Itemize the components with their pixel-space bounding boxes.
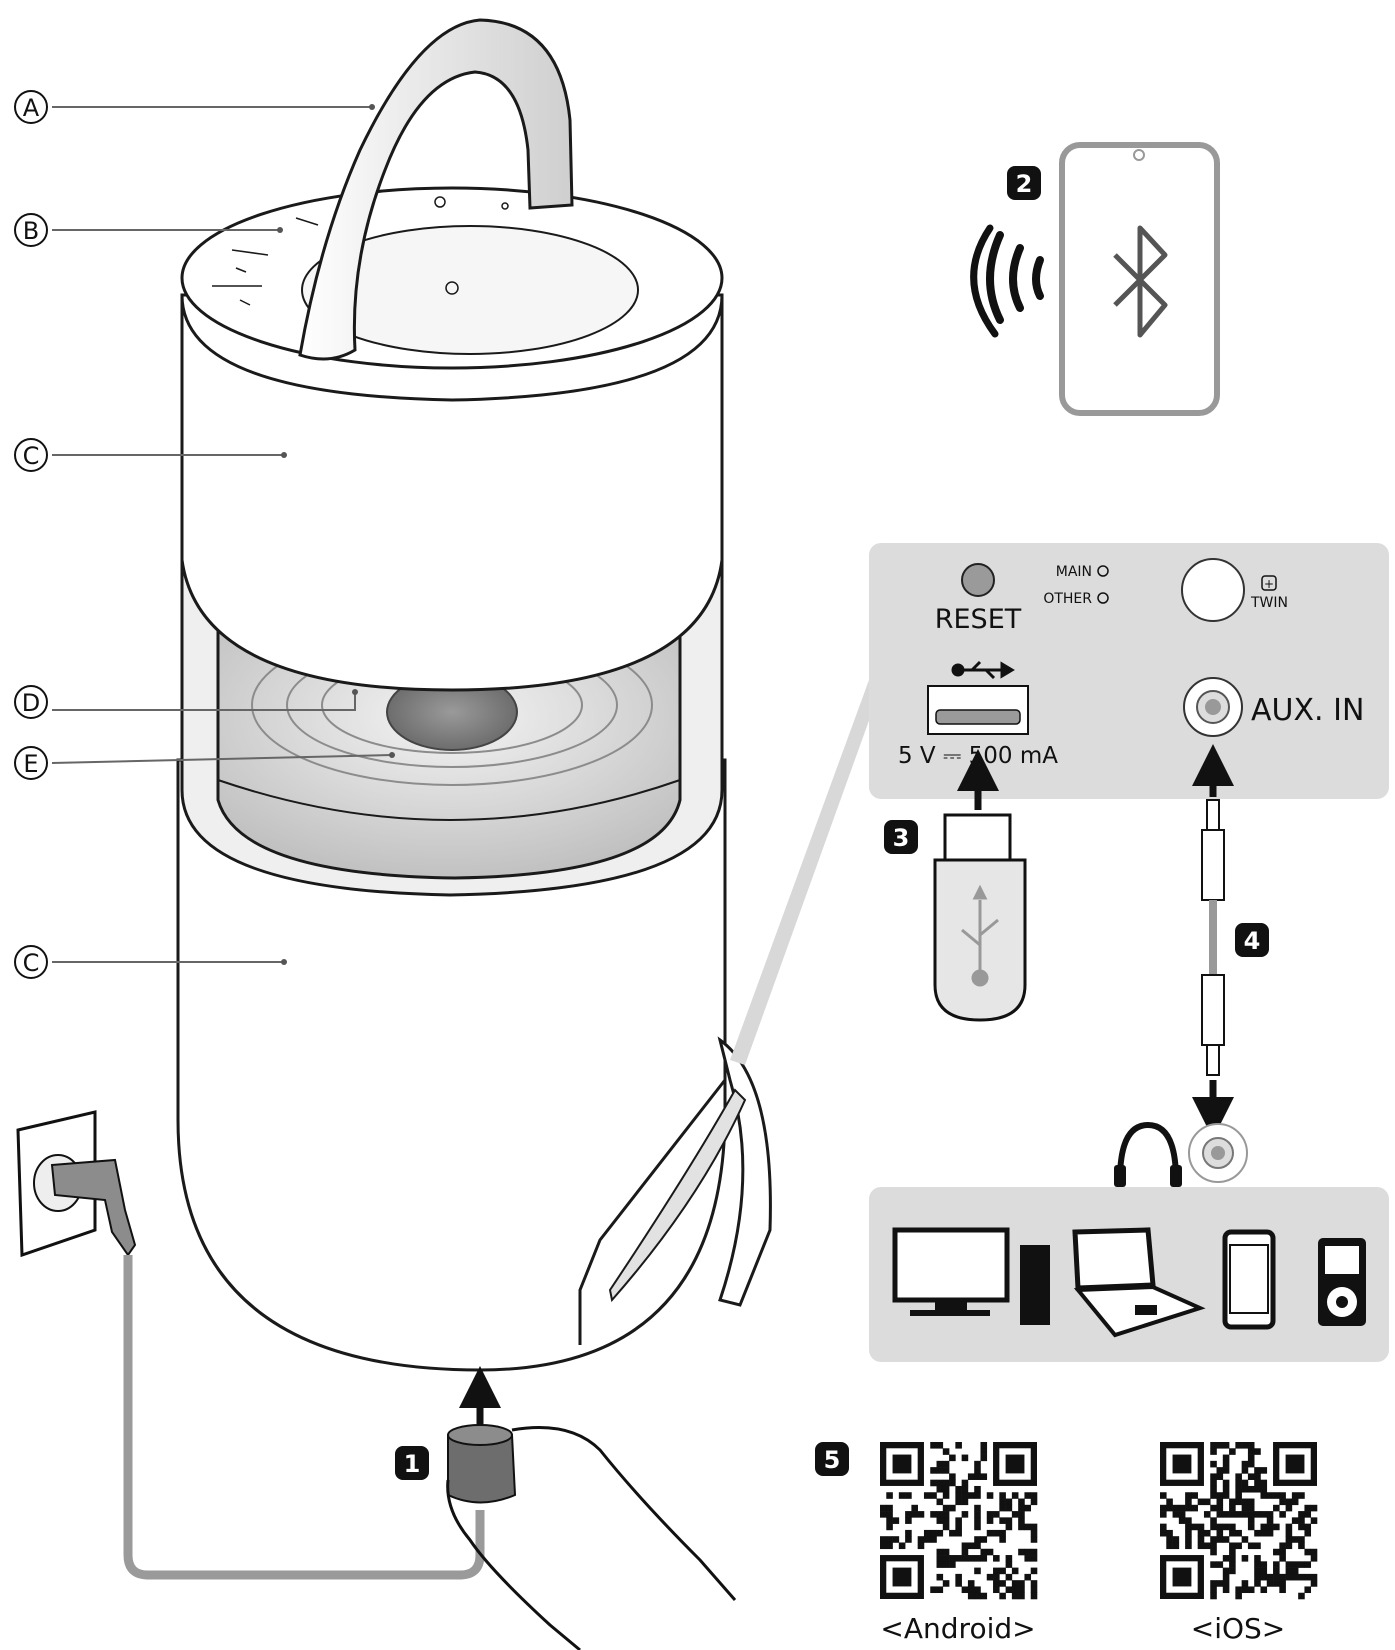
top-control-buttons — [212, 196, 509, 306]
main-indicator — [1097, 565, 1109, 577]
svg-text:<Android>: <Android> — [880, 1612, 1035, 1645]
step-badge-1 — [395, 1446, 429, 1480]
callout-b: B — [14, 213, 283, 247]
svg-text:B: B — [23, 217, 39, 245]
svg-text:1: 1 — [404, 1450, 421, 1478]
qr-code-android — [880, 1442, 1038, 1600]
step-aux: 4 — [1114, 744, 1269, 1187]
media-player-icon — [1318, 1238, 1366, 1326]
svg-text:RESET: RESET — [935, 604, 1022, 635]
step-app: 5 <Android> <iOS> — [815, 1442, 1318, 1645]
svg-text:+: + — [1264, 577, 1274, 591]
svg-text:<iOS>: <iOS> — [1191, 1612, 1286, 1645]
callout-c-upper: C — [14, 438, 287, 472]
svg-text:AUX. IN: AUX. IN — [1251, 693, 1364, 728]
rear-cover-flap — [717, 1036, 772, 1307]
laptop-icon — [1072, 1227, 1206, 1338]
callout-a: A — [14, 90, 375, 124]
bluetooth-icon — [1113, 225, 1168, 338]
step-usb: 3 — [884, 749, 1027, 1022]
step-badge-3 — [884, 820, 918, 854]
svg-text:3: 3 — [893, 824, 910, 852]
tv-icon — [892, 1227, 1050, 1325]
twin-button — [1181, 558, 1245, 622]
callout-labels: A B C D E C — [14, 90, 395, 979]
step-badge-4 — [1235, 923, 1269, 957]
svg-text:5: 5 — [824, 1446, 841, 1474]
signal-waves-icon — [970, 224, 1044, 338]
headphones-icon — [1117, 1121, 1179, 1181]
hand — [446, 1426, 737, 1650]
svg-text:MAIN: MAIN — [1056, 564, 1092, 580]
callout-e: E — [14, 746, 395, 780]
power-cord — [123, 1255, 485, 1580]
svg-text:TWIN: TWIN — [1250, 595, 1288, 611]
speaker-unit — [176, 18, 772, 1372]
light-panel — [301, 225, 639, 355]
svg-text:OTHER: OTHER — [1043, 591, 1092, 607]
svg-text:C: C — [23, 949, 40, 977]
usb-drive-icon — [961, 884, 999, 987]
rear-panel-zoom: RESET MAIN OTHER + TWIN 5 V ⎓ 500 mA AUX… — [730, 543, 1389, 1065]
qr-code-ios — [1160, 1442, 1318, 1600]
svg-text:C: C — [23, 442, 40, 470]
carry-handle — [298, 18, 574, 361]
callout-c-lower: C — [14, 945, 287, 979]
step-badge-2 — [1007, 166, 1041, 200]
device-panel — [869, 1187, 1389, 1362]
step-power: 1 — [16, 1110, 737, 1650]
usb-icon — [951, 660, 1015, 680]
svg-text:4: 4 — [1244, 927, 1261, 955]
reset-button — [961, 563, 995, 597]
smartphone-icon — [1222, 1229, 1276, 1330]
speaker-window — [216, 628, 682, 880]
callout-d: D — [14, 685, 358, 719]
svg-text:5 V ⎓ 500 mA: 5 V ⎓ 500 mA — [898, 743, 1058, 769]
svg-text:A: A — [23, 94, 40, 122]
step-badge-5 — [815, 1442, 849, 1476]
other-indicator — [1097, 592, 1109, 604]
speaker-upper-body — [180, 293, 724, 692]
svg-text:2: 2 — [1016, 170, 1033, 198]
step-bluetooth: 2 — [970, 142, 1220, 416]
svg-text:E: E — [23, 750, 38, 778]
aux-cable — [1201, 799, 1225, 1076]
svg-text:D: D — [22, 689, 40, 717]
